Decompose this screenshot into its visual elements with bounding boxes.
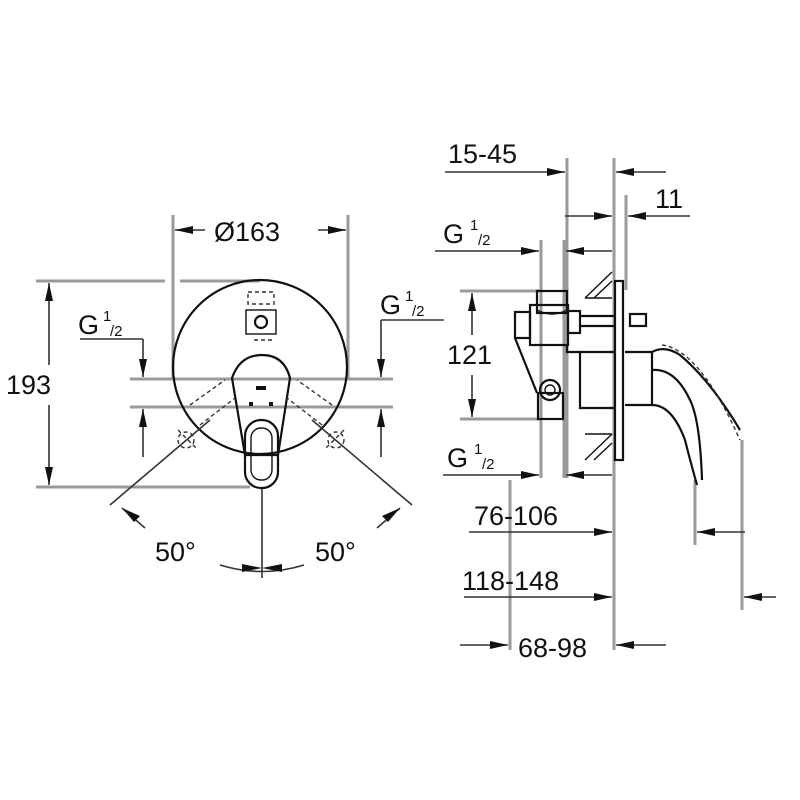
- wall-hatch: [584, 271, 613, 461]
- side-view: 15-45 11 G 1 /2 121 G 1 /2: [435, 139, 776, 663]
- bottom-connection-label: G 1 /2: [447, 441, 495, 473]
- cover-plate: [613, 279, 625, 462]
- height-121-label: 121: [447, 340, 492, 370]
- diameter-label: Ø163: [214, 217, 280, 247]
- svg-text:/2: /2: [110, 323, 123, 340]
- right-connection-label: G 1 /2: [380, 288, 425, 320]
- svg-text:/2: /2: [482, 456, 495, 473]
- wall-range-label: 15-45: [448, 139, 517, 169]
- lever-handle: [230, 353, 292, 457]
- svg-text:1: 1: [405, 288, 413, 305]
- svg-text:1: 1: [474, 441, 482, 458]
- svg-text:G: G: [443, 219, 464, 249]
- svg-text:1: 1: [470, 217, 478, 234]
- lever-profile: [625, 344, 741, 486]
- valve-body: [513, 289, 648, 421]
- angle-right-label: 50°: [315, 537, 356, 567]
- svg-text:G: G: [447, 443, 468, 473]
- angle-left-label: 50°: [155, 537, 196, 567]
- left-connection-label: G 1 /2: [78, 308, 123, 340]
- svg-text:G: G: [380, 290, 401, 320]
- plate-thickness-label: 11: [655, 184, 683, 214]
- depth-118-148-label: 118-148: [462, 566, 559, 596]
- top-connection-label: G 1 /2: [443, 217, 491, 249]
- svg-text:G: G: [78, 310, 99, 340]
- svg-text:1: 1: [103, 308, 111, 325]
- depth-76-106-label: 76-106: [474, 501, 558, 531]
- height-193-label: 193: [6, 370, 51, 400]
- svg-text:/2: /2: [478, 232, 491, 249]
- front-view: Ø163 193 G 1 /2 G 1 /: [6, 215, 444, 578]
- depth-68-98-label: 68-98: [518, 633, 587, 663]
- svg-text:/2: /2: [412, 303, 425, 320]
